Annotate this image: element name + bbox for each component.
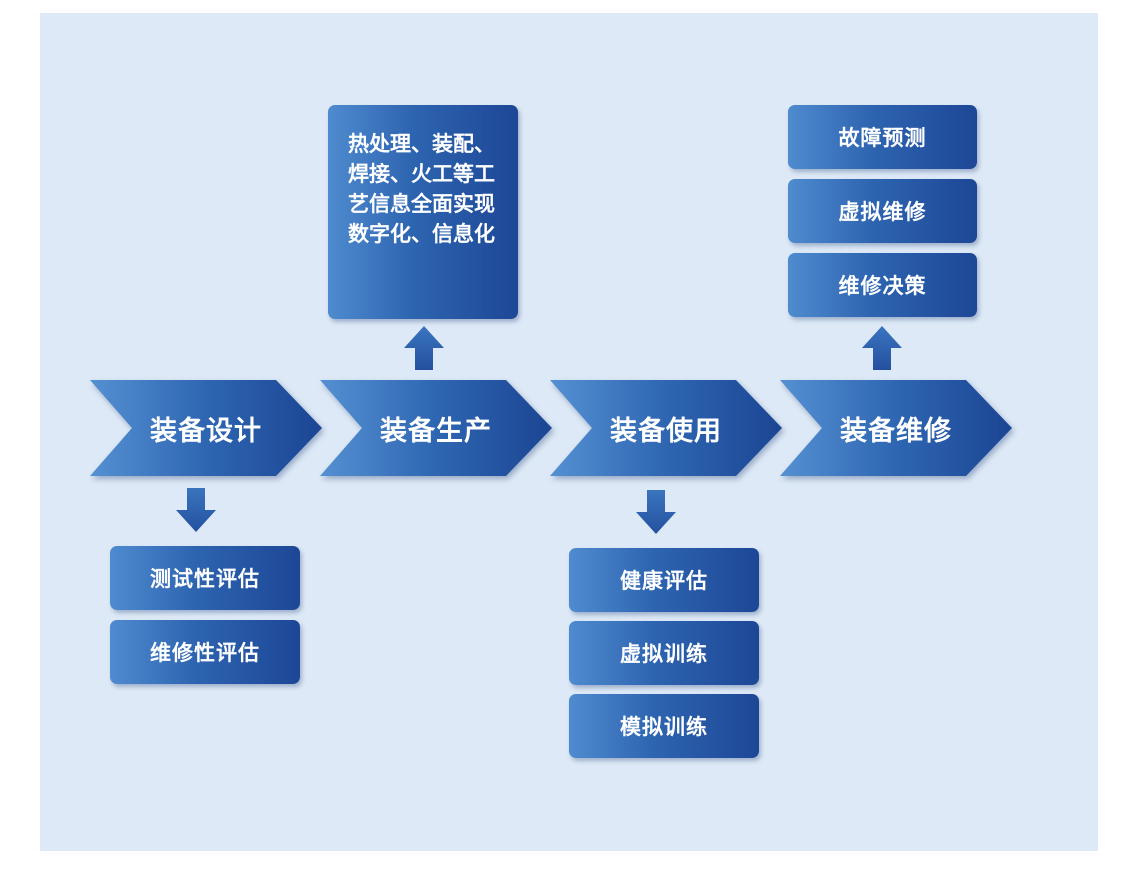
- stage-chevron-design: 装备设计: [90, 380, 322, 476]
- arrow-down-usage-icon: [636, 490, 676, 534]
- stage-chevron-maintenance: 装备维修: [780, 380, 1012, 476]
- stage-label-maintenance: 装备维修: [840, 415, 952, 447]
- arrow-up-production-icon: [404, 326, 444, 370]
- stage-chevron-production: 装备生产: [320, 380, 552, 476]
- maintenance-item-fault-prediction: 故障预测: [788, 105, 977, 169]
- stage-label-usage: 装备使用: [610, 415, 722, 447]
- arrow-up-maintenance-icon: [862, 326, 902, 370]
- maintenance-item-decision: 维修决策: [788, 253, 977, 317]
- stage-label-design: 装备设计: [150, 415, 262, 447]
- maintenance-item-virtual-maintenance: 虚拟维修: [788, 179, 977, 243]
- arrow-down-design-icon: [176, 488, 216, 532]
- stage-chevron-usage: 装备使用: [550, 380, 782, 476]
- usage-item-virtual-training: 虚拟训练: [569, 621, 759, 685]
- usage-item-health: 健康评估: [569, 548, 759, 612]
- design-item-testability: 测试性评估: [110, 546, 300, 610]
- stage-label-production: 装备生产: [380, 415, 492, 447]
- production-note: 热处理、装配、焊接、火工等工艺信息全面实现数字化、信息化: [328, 105, 518, 319]
- usage-item-simulation-training: 模拟训练: [569, 694, 759, 758]
- design-item-maintainability: 维修性评估: [110, 620, 300, 684]
